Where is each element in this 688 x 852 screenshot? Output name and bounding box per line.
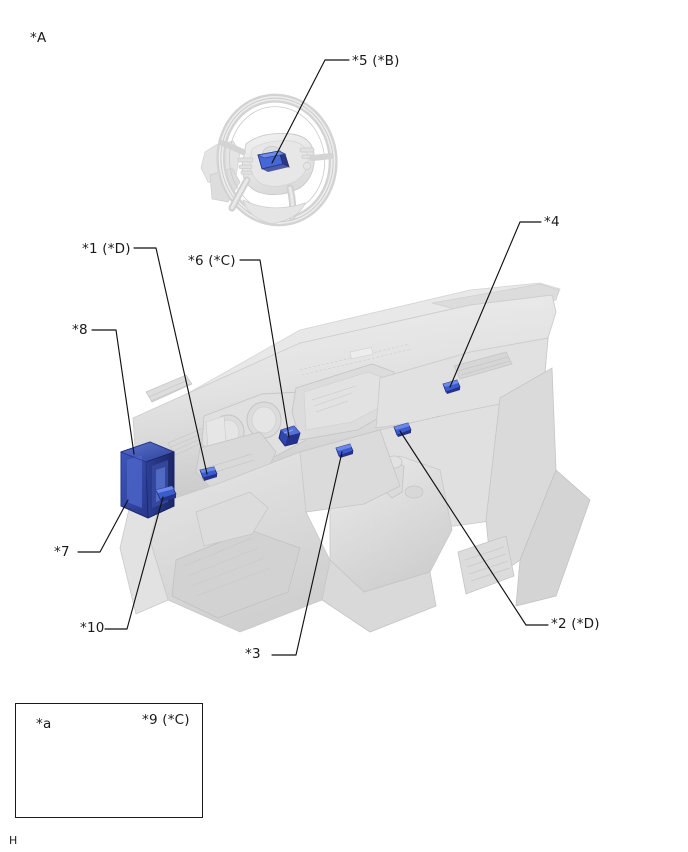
callout-9: *9 (*C) [142,712,190,728]
leader-line-3 [271,451,343,656]
leader-line-5 [271,59,350,164]
airbag-ecu-module-highlight [119,441,176,519]
leader-line-4 [449,221,542,388]
callout-1: *1 (*D) [82,241,131,257]
callout-4: *4 [544,214,560,230]
leader-line-6 [239,259,290,438]
section-label-a: *A [30,30,47,46]
inset-section-label-a: *a [36,716,52,732]
spiral-cable-highlight [256,150,290,172]
leader-line-2 [399,430,549,626]
instrument-panel-illustration [119,282,591,633]
sensor-highlight-3 [335,443,354,458]
callout-2: *2 (*D) [551,616,600,632]
inset-detail-box [15,703,203,818]
leader-line-10 [104,496,164,630]
leader-line-7 [77,499,129,553]
steering-wheel-illustration [200,93,338,227]
highlighted-components [119,379,461,519]
connector-highlight-10 [155,485,177,502]
front-airbag-sensor-highlight [278,425,301,447]
callout-5: *5 (*B) [352,53,400,69]
callout-3: *3 [245,646,261,662]
callout-7: *7 [54,544,70,560]
leader-line-1 [133,247,208,475]
leader-line-8 [91,329,135,455]
callout-6: *6 (*C) [188,253,236,269]
sensor-highlight-2 [393,422,412,437]
callout-10: *10 [80,620,105,636]
page-marker-letter: H [9,834,18,847]
side-sensor-highlight-4 [442,379,461,394]
sensor-highlight-1 [199,466,218,481]
leader-lines [77,59,549,656]
callout-8: *8 [72,322,88,338]
